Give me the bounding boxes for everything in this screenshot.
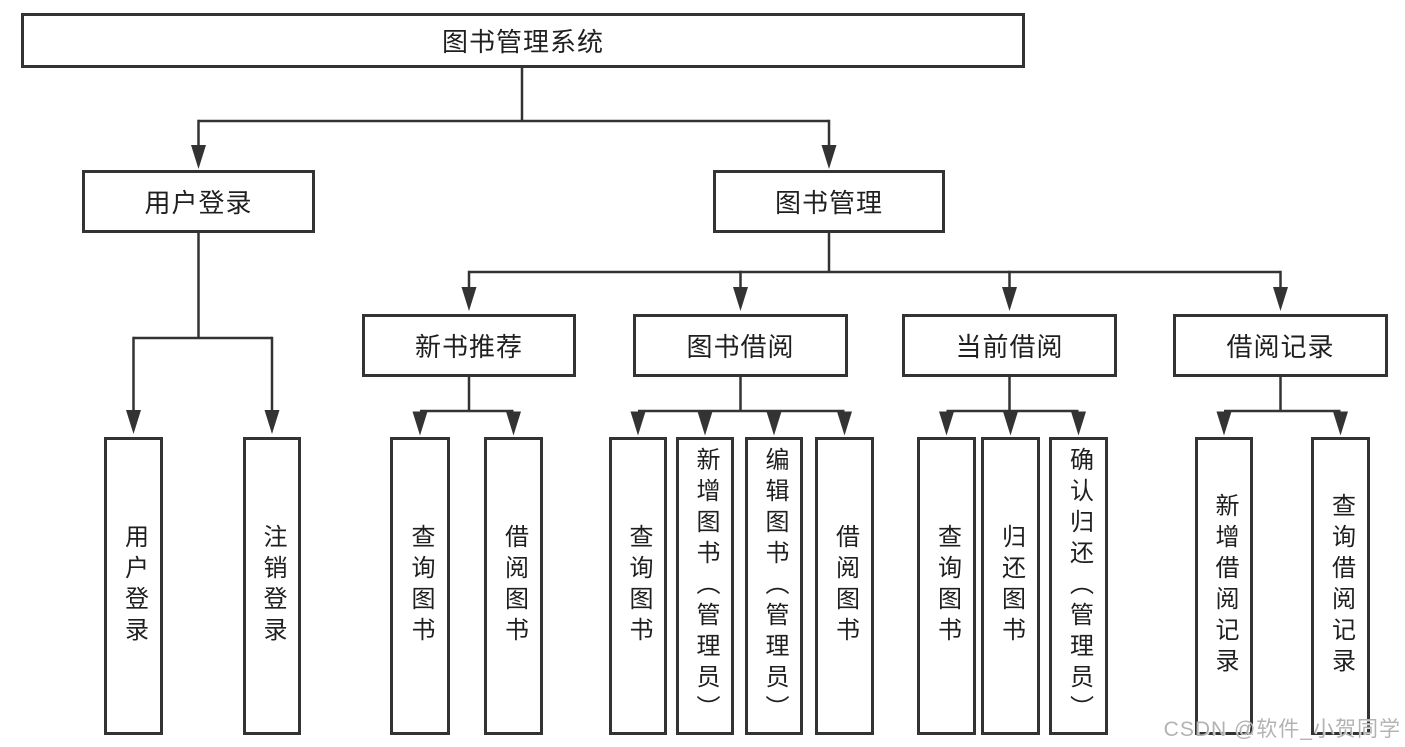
node-query-borrow-record: 查询借阅记录 [1311, 437, 1370, 735]
node-login-label: 用户登录 [120, 524, 148, 648]
node-recommend-borrow-books: 借阅图书 [484, 437, 543, 735]
node-add-borrow-record: 新增借阅记录 [1195, 437, 1253, 735]
node-current-query-books: 查询图书 [917, 437, 976, 735]
watermark: CSDN @软件_小贺同学 [1163, 718, 1401, 741]
node-return-books-label: 归还图书 [997, 524, 1025, 648]
node-add-borrow-record-label: 新增借阅记录 [1211, 493, 1238, 679]
node-borrow-books-label: 借阅图书 [831, 524, 859, 648]
node-new-book-recommend: 新书推荐 [362, 314, 576, 377]
node-logout: 注销登录 [243, 437, 301, 735]
node-borrowing-query-books-label: 查询图书 [625, 524, 652, 648]
node-login: 用户登录 [104, 437, 163, 735]
node-confirm-return-admin: 确认归还（管理员） [1049, 437, 1108, 735]
node-add-books-admin: 新增图书（管理员） [676, 437, 734, 735]
node-borrowing-records: 借阅记录 [1173, 314, 1388, 377]
node-confirm-return-admin-label: 确认归还（管理员） [1065, 446, 1093, 726]
node-borrow-books: 借阅图书 [815, 437, 874, 735]
node-book-borrowing: 图书借阅 [633, 314, 848, 377]
node-user-login: 用户登录 [82, 170, 315, 233]
node-return-books: 归还图书 [981, 437, 1040, 735]
node-edit-books-admin-label: 编辑图书（管理员） [761, 446, 788, 726]
node-recommend-borrow-books-label: 借阅图书 [500, 524, 528, 648]
node-current-query-books-label: 查询图书 [933, 524, 961, 648]
node-borrowing-query-books: 查询图书 [609, 437, 667, 735]
node-root: 图书管理系统 [21, 13, 1025, 68]
node-book-management: 图书管理 [713, 170, 945, 233]
node-recommend-query-books-label: 查询图书 [407, 524, 434, 648]
node-add-books-admin-label: 新增图书（管理员） [692, 446, 719, 726]
node-recommend-query-books: 查询图书 [390, 437, 450, 735]
node-edit-books-admin: 编辑图书（管理员） [745, 437, 803, 735]
node-query-borrow-record-label: 查询借阅记录 [1327, 493, 1355, 679]
node-logout-label: 注销登录 [259, 524, 286, 648]
node-current-borrowing: 当前借阅 [902, 314, 1117, 377]
